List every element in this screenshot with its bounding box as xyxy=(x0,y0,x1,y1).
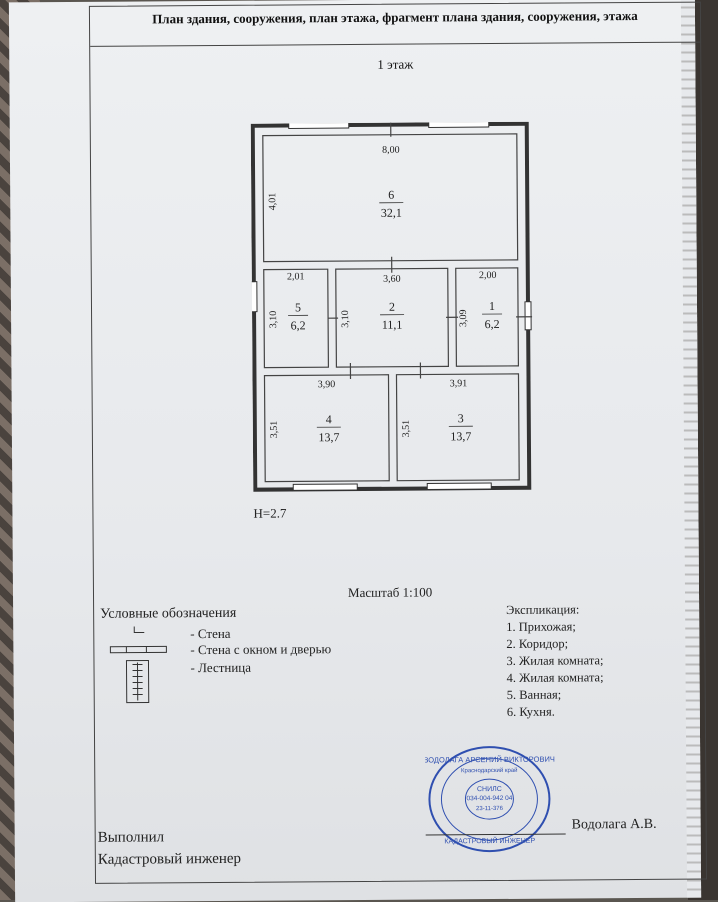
legend-wall: - Стена xyxy=(190,626,230,642)
window-door-wall-symbol-icon xyxy=(110,646,166,652)
room-6-number: 6 xyxy=(388,188,394,202)
floor-plan: 6 32,1 8,00 4,01 2,01 3,10 5 6,2 3,60 3,… xyxy=(251,122,534,502)
dim-room4-width: 3,90 xyxy=(318,379,336,390)
stamp-bottom-text: КАДАСТРОВЫЙ ИНЖЕНЕР xyxy=(444,836,535,846)
stamp-region: Краснодарский край xyxy=(461,767,518,774)
explication-item-5: 5. Ванная; xyxy=(507,686,604,704)
dim-room6-height: 4,01 xyxy=(267,193,278,211)
room-1-number: 1 xyxy=(489,299,495,313)
room-2-number: 2 xyxy=(389,300,395,314)
room-1-area: 6,2 xyxy=(485,317,500,331)
room-3-area: 13,7 xyxy=(450,429,471,443)
explication-title: Экспликация: xyxy=(506,601,603,619)
stamp-snils: 034-004-942 04 xyxy=(466,795,512,802)
document-title: План здания, сооружения, план этажа, фра… xyxy=(90,3,700,47)
room-6-area: 32,1 xyxy=(381,206,402,220)
room-5-area: 6,2 xyxy=(291,318,306,332)
window-bottom-right xyxy=(427,483,491,489)
window-right xyxy=(525,302,531,330)
floor-label: 1 этаж xyxy=(90,55,700,75)
stamp-cert: 23-11-376 xyxy=(476,806,504,812)
stamp-ring-text: ВОДОЛАГА АРСЕНИЙ ВИКТОРОВИЧ xyxy=(425,755,555,765)
legend-stairs: - Лестница xyxy=(190,660,251,676)
room-3-number: 3 xyxy=(458,411,464,425)
room-2-area: 11,1 xyxy=(382,318,403,332)
explication-item-4: 4. Жилая комната; xyxy=(507,669,604,687)
explication-item-3: 3. Жилая комната; xyxy=(506,652,603,670)
window-top-right xyxy=(429,122,489,128)
dim-top-width: 8,00 xyxy=(382,145,400,156)
legend-title: Условные обозначения xyxy=(100,606,236,623)
room-3-outline xyxy=(396,374,519,481)
engineer-role: Кадастровый инженер xyxy=(98,848,241,871)
signature-block: Выполнил Кадастровый инженер xyxy=(98,826,241,871)
dim-room3-height: 3,51 xyxy=(401,420,412,438)
window-bottom-left xyxy=(293,484,357,490)
explication-item-1: 1. Прихожая; xyxy=(506,618,603,636)
explication-item-2: 2. Коридор; xyxy=(506,635,603,653)
dim-room5-width: 2,01 xyxy=(287,271,305,282)
document-frame: План здания, сооружения, план этажа, фра… xyxy=(89,2,707,884)
dim-room1-width: 2,00 xyxy=(479,270,497,281)
room-4-number: 4 xyxy=(326,412,332,426)
plan-scale: Масштаб 1:100 xyxy=(348,584,432,601)
explication-item-6: 6. Кухня. xyxy=(507,703,604,721)
stairs-symbol-icon xyxy=(126,660,148,702)
legend-symbols xyxy=(106,624,173,706)
room-4-outline xyxy=(264,375,389,482)
explication: Экспликация: 1. Прихожая; 2. Коридор; 3.… xyxy=(506,601,604,721)
engineer-name: Водолага А.В. xyxy=(572,817,657,834)
window-top-left xyxy=(289,122,349,128)
stamp-snils-label: СНИЛС xyxy=(477,786,502,793)
dim-room5-height: 3,10 xyxy=(268,311,279,329)
doors xyxy=(327,122,534,379)
ceiling-height: H=2.7 xyxy=(253,505,286,521)
room-4-area: 13,7 xyxy=(318,430,339,444)
dim-room2-height: 3,10 xyxy=(340,310,351,328)
legend-wall-window-door: - Стена с окном и дверью xyxy=(190,641,331,658)
document-sheet: План здания, сооружения, план этажа, фра… xyxy=(9,0,701,902)
dim-room3-width: 3,91 xyxy=(450,378,468,389)
dim-room2-width: 3,60 xyxy=(383,274,401,285)
dim-room4-height: 3,51 xyxy=(269,421,280,439)
performed-label: Выполнил xyxy=(98,826,241,849)
window-left xyxy=(251,282,257,312)
engineer-stamp: ВОДОЛАГА АРСЕНИЙ ВИКТОРОВИЧ Краснодарски… xyxy=(425,744,556,855)
dim-room1-height: 3,09 xyxy=(458,309,469,327)
wall-symbol-icon xyxy=(134,626,144,632)
room-5-number: 5 xyxy=(295,300,301,314)
